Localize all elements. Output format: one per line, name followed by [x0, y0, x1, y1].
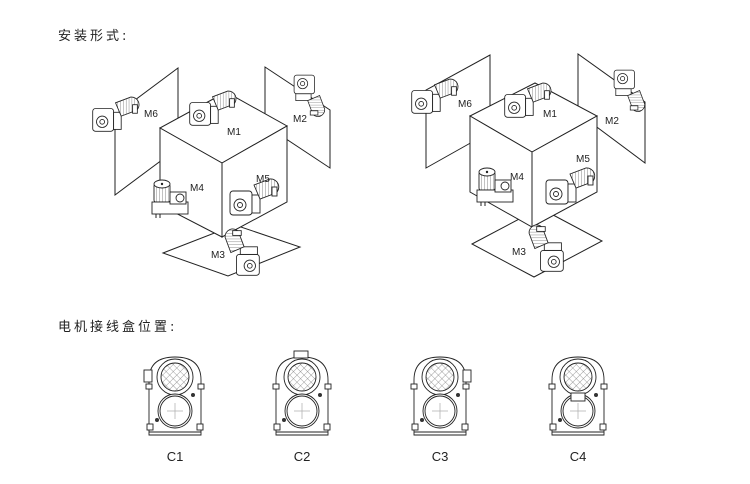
foot [323, 423, 331, 431]
label-m1: M1 [543, 109, 557, 120]
foot [196, 423, 204, 431]
label-m1: M1 [227, 127, 241, 138]
gearmotor-m2 [293, 74, 326, 117]
flange [410, 383, 418, 390]
label-m3: M3 [211, 250, 225, 261]
terminal-box [570, 392, 586, 402]
mounting-diagram-left: M6 M1 M2 M4 M5 M3 [92, 66, 331, 277]
foot [273, 423, 281, 431]
label-c4: C4 [570, 449, 587, 464]
terminal-box [143, 369, 153, 383]
foot [599, 423, 607, 431]
motor-fan-icon [425, 362, 455, 392]
terminal-box-c1: C1 [143, 356, 205, 464]
label-m4: M4 [190, 183, 204, 194]
label-c1: C1 [167, 449, 184, 464]
terminal-box-c4: C4 [548, 356, 608, 464]
label-c2: C2 [294, 449, 311, 464]
flange [272, 383, 280, 390]
foot [461, 423, 469, 431]
gearmotor-m2 [613, 69, 646, 112]
flange [324, 383, 332, 390]
mounting-diagram-right: M6 M1 M2 M4 M5 M3 [411, 53, 646, 278]
gearmotor-m6 [411, 78, 459, 114]
terminal-box [293, 350, 309, 359]
flange [197, 383, 205, 390]
terminal-box [462, 369, 472, 383]
flange [600, 383, 608, 390]
label-m6: M6 [458, 99, 472, 110]
label-m3: M3 [512, 247, 526, 258]
gearmotor-m3 [528, 224, 564, 272]
label-m6: M6 [144, 109, 158, 120]
flange [548, 383, 556, 390]
foot [146, 423, 154, 431]
label-m5: M5 [576, 154, 590, 165]
terminal-box-c2: C2 [272, 350, 332, 464]
gearmotor-m6 [92, 96, 140, 132]
flange [145, 383, 153, 390]
foot [549, 423, 557, 431]
motor-fan-icon [287, 362, 317, 392]
plane-m3 [161, 224, 302, 277]
flange [462, 383, 470, 390]
label-m4: M4 [510, 172, 524, 183]
label-c3: C3 [432, 449, 449, 464]
foot [411, 423, 419, 431]
label-m5: M5 [256, 174, 270, 185]
plane-m3 [470, 207, 604, 278]
label-m2: M2 [605, 116, 619, 127]
mounting-heading: 安装形式: [58, 29, 130, 44]
gearmotor-m3 [224, 228, 260, 276]
terminal-box-c3: C3 [410, 356, 472, 464]
terminal-box-diagrams: C1 C2 C3 C4 [143, 350, 608, 464]
terminal-box-heading: 电机接线盒位置: [58, 320, 178, 335]
motor-fan-icon [160, 362, 190, 392]
plane-m6 [425, 54, 491, 169]
label-m2: M2 [293, 114, 307, 125]
motor-fan-icon [563, 362, 593, 392]
